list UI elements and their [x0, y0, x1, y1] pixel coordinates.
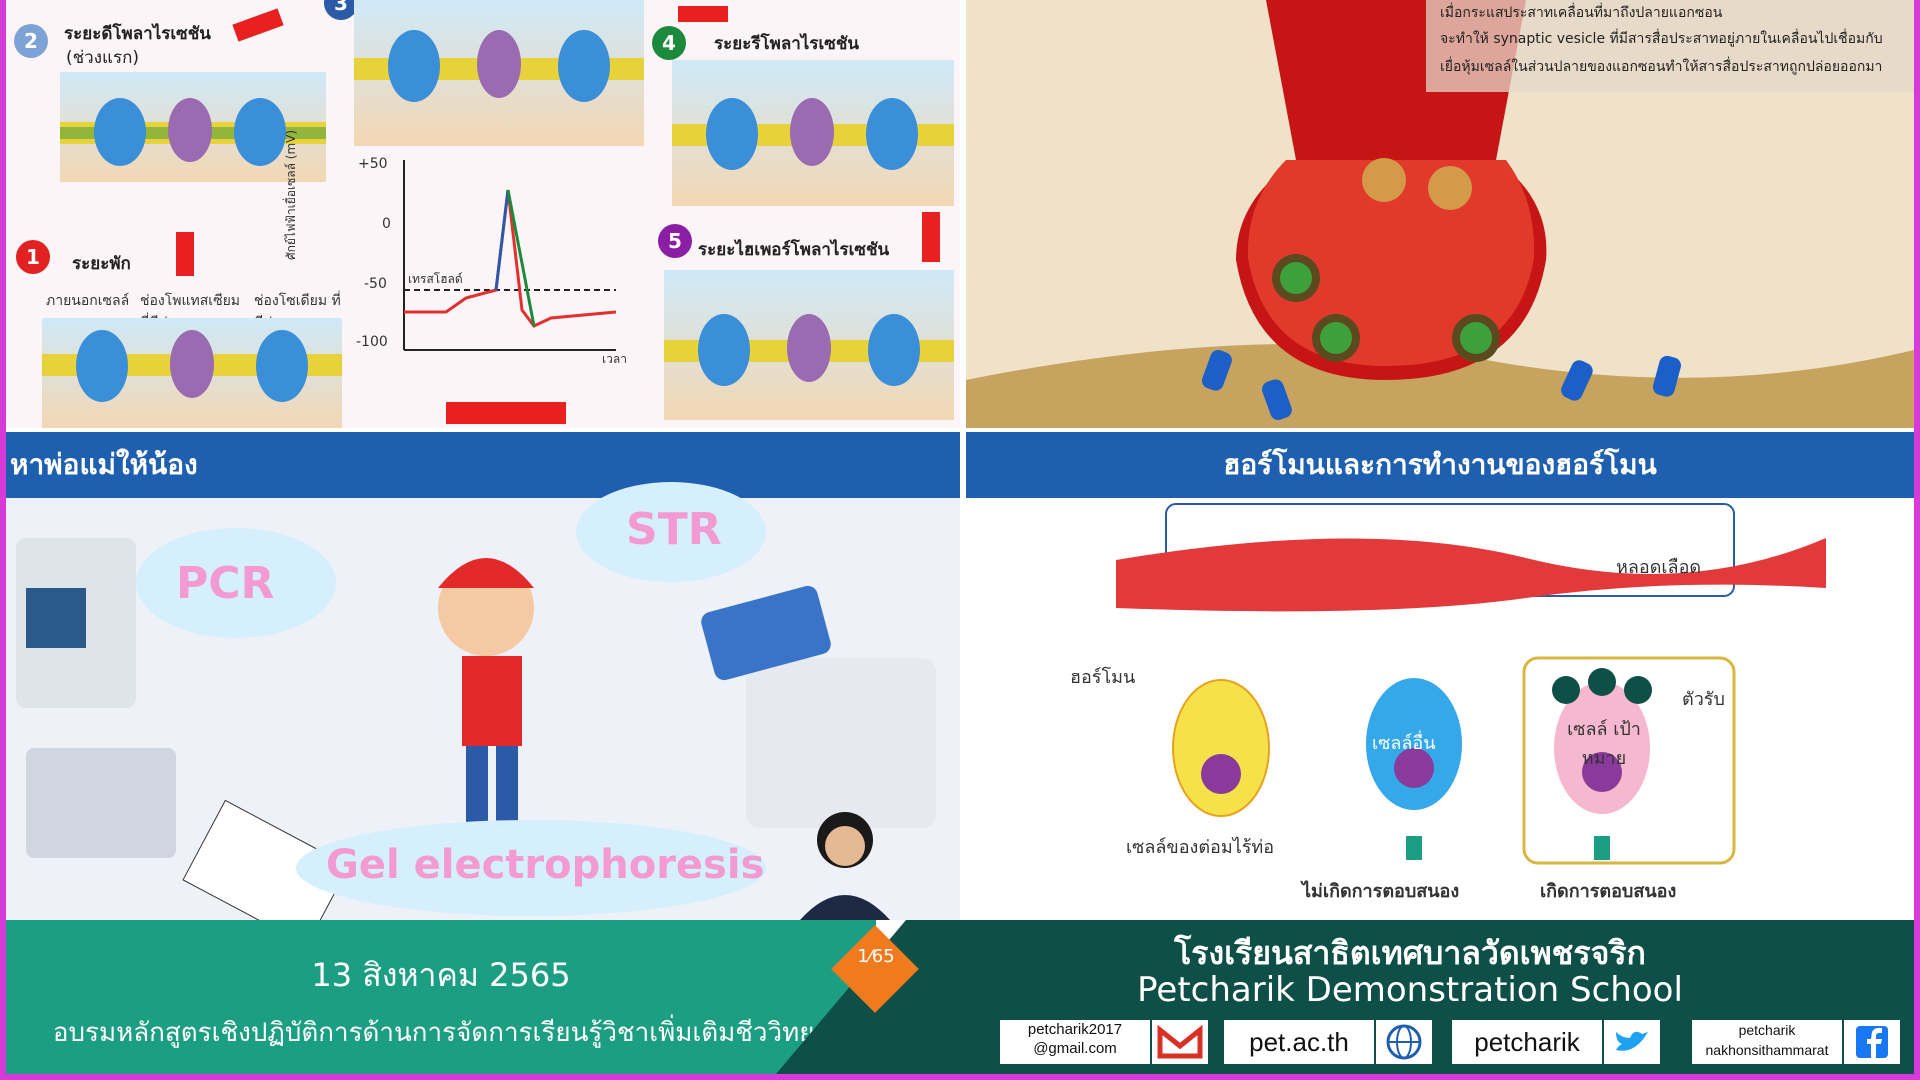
label-hormone: ฮอร์โมน	[1070, 667, 1136, 688]
channel-proteins-illustration	[60, 98, 326, 166]
red-arrow-down-icon	[922, 212, 940, 262]
action-potential-panel: 2 ระยะดีโพลาไรเซชัน (ช่วงแรก) 3 4	[6, 0, 960, 428]
synapse-illustration	[966, 0, 1914, 428]
label-other-cell: เซลล์อื่น	[1372, 733, 1436, 754]
membrane-step-4	[672, 60, 954, 206]
footer-date: 13 สิงหาคม 2565	[311, 956, 571, 994]
label-no-response: ไม่เกิดการตอบสนอง	[1302, 881, 1460, 902]
red-arrow-icon	[678, 6, 728, 22]
step-3-number: 3	[324, 0, 358, 20]
hormone-banner-title: ฮอร์โมนและการทำงานของฮอร์โมน	[966, 432, 1914, 498]
footer-bar: 13 สิงหาคม 2565 อบรมหลักสูตรเชิงปฏิบัติก…	[6, 920, 1914, 1074]
contact-email[interactable]: petcharik2017 @gmail.com	[1000, 1020, 1150, 1064]
label-response: เกิดการตอบสนอง	[1540, 881, 1677, 902]
channel-proteins-illustration	[664, 314, 954, 386]
step-2-number: 2	[14, 24, 48, 58]
facebook-icon[interactable]	[1844, 1020, 1900, 1064]
school-name-th: โรงเรียนสาธิตเทศบาลวัดเพชรจริก	[1174, 934, 1646, 972]
step-5-number: 5	[658, 224, 692, 258]
channel-proteins-illustration	[42, 330, 342, 402]
red-arrow-up-icon	[176, 232, 194, 276]
caption-line-1: เมื่อกระแสประสาทเคลื่อนที่มาถึงปลายแอกซอ…	[1440, 5, 1723, 21]
graph-xlabel: เวลา	[602, 352, 627, 366]
hormone-panel: ฮอร์โมนและการทำงานของฮอร์โมน หลอดเลือด ฮ…	[966, 432, 1914, 920]
cloud-str-label: STR	[626, 504, 722, 555]
step-2-label: ระยะดีโพลาไรเซชัน	[64, 24, 211, 44]
cloud-gel: Gel electrophoresis	[296, 820, 766, 916]
panel-divider	[960, 0, 966, 920]
label-outside-cell: ภายนอกเซลล์	[46, 293, 130, 309]
channel-proteins-illustration	[354, 30, 644, 102]
caption-line-3: เยื่อหุ้มเซลล์ในส่วนปลายของแอกซอนทำให้สา…	[1440, 59, 1883, 75]
action-potential-graph	[403, 160, 617, 351]
caption-box: เมื่อกระแสประสาทเคลื่อนที่มาถึงปลายแอกซอ…	[1426, 0, 1914, 92]
step-2-sublabel: (ช่วงแรก)	[66, 48, 140, 68]
collage-frame: 2 ระยะดีโพลาไรเซชัน (ช่วงแรก) 3 4	[6, 0, 1914, 1074]
graph-threshold-label: เทรสโฮลด์	[408, 272, 463, 286]
footer-event-title: อบรมหลักสูตรเชิงปฏิบัติการด้านการจัดการเ…	[52, 1018, 830, 1048]
hormone-diagram	[1116, 503, 1826, 865]
presenter-avatar	[800, 812, 890, 920]
globe-icon[interactable]	[1376, 1020, 1432, 1064]
step-1-number: 1	[16, 240, 50, 274]
contact-website[interactable]: pet.ac.th	[1224, 1020, 1374, 1064]
synapse-panel: เมื่อกระแสประสาทเคลื่อนที่มาถึงปลายแอกซอ…	[966, 0, 1914, 428]
red-arrow-icon	[232, 8, 284, 42]
dna-lab-panel: หาพ่อแม่ให้น้อง PCR STR Gel electrophore…	[6, 432, 960, 920]
twitter-icon[interactable]	[1604, 1020, 1660, 1064]
graph-tick-0: 0	[382, 216, 391, 232]
cloud-pcr: PCR	[136, 528, 336, 638]
lab-banner-title: หาพ่อแม่ให้น้อง	[6, 432, 960, 498]
page-total: 65	[871, 946, 895, 967]
cloud-gel-label: Gel electrophoresis	[326, 842, 765, 888]
graph-ylabel: ศักย์ไฟฟ้าเยื่อเซลล์ (mV)	[284, 129, 298, 260]
school-name-en: Petcharik Demonstration School	[1137, 970, 1683, 1010]
graph-tick-minus100: -100	[356, 334, 388, 350]
membrane-step-2	[60, 72, 326, 182]
page-current: 1	[857, 946, 869, 967]
label-target-cell: เซลล์ เป้าหมาย	[1567, 719, 1641, 769]
graph-tick-minus50: -50	[364, 276, 387, 292]
footer-right: โรงเรียนสาธิตเทศบาลวัดเพชรจริก Petcharik…	[906, 920, 1914, 1074]
contact-twitter[interactable]: petcharik	[1452, 1020, 1602, 1064]
caption-line-2: จะทำให้ synaptic vesicle ที่มีสารสื่อประ…	[1440, 31, 1883, 47]
gmail-icon[interactable]	[1152, 1020, 1208, 1064]
step-4-number: 4	[652, 26, 686, 60]
channel-proteins-illustration	[672, 98, 954, 170]
presenter-video	[790, 800, 900, 920]
footer-left: 13 สิงหาคม 2565 อบรมหลักสูตรเชิงปฏิบัติก…	[6, 920, 876, 1074]
cloud-str: STR	[576, 482, 766, 582]
step-4-label: ระยะรีโพลาไรเซชัน	[714, 34, 859, 54]
label-receptor: ตัวรับ	[1682, 689, 1725, 710]
step-5-label: ระยะไฮเพอร์โพลาไรเซชัน	[698, 240, 890, 260]
step-1-label: ระยะพัก	[72, 254, 131, 274]
membrane-step-5	[664, 270, 954, 420]
label-vessel: หลอดเลือด	[1616, 557, 1702, 578]
page-counter: 1⁄65	[857, 946, 895, 967]
graph-tick-plus50: +50	[358, 156, 388, 172]
red-arrow-left-icon	[446, 402, 566, 424]
contact-facebook[interactable]: petcharik nakhonsithammarat	[1692, 1020, 1842, 1064]
membrane-step-3	[354, 0, 644, 146]
label-gland-cell: เซลล์ของต่อมไร้ท่อ	[1126, 837, 1275, 858]
cloud-pcr-label: PCR	[176, 558, 275, 609]
membrane-step-1	[42, 318, 342, 428]
